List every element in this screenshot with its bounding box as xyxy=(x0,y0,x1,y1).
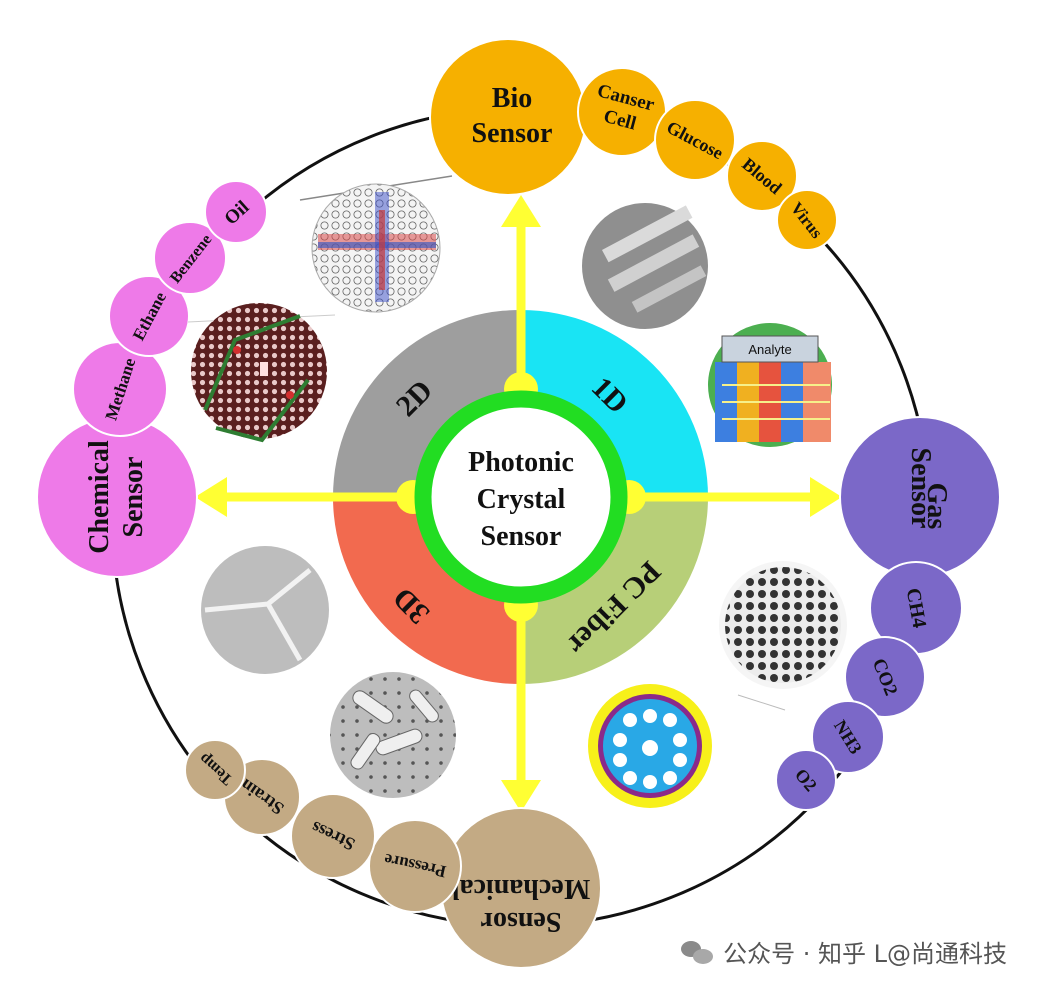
gas-item-co2 xyxy=(844,636,926,718)
image-3d-bacteria xyxy=(330,672,456,798)
image-2d-waveguide xyxy=(187,303,336,443)
bio-sensor-circle xyxy=(429,38,587,196)
image-1d-sem xyxy=(582,203,708,329)
mechanical-sensor-group: Mechanical Sensor Pressure Stress Strain… xyxy=(184,739,602,969)
watermark-text: 公众号 · 知乎 L@尚通科技 xyxy=(723,940,1007,968)
mech-item-pressure xyxy=(368,819,462,913)
center-ring xyxy=(414,390,628,604)
quadrant-3d xyxy=(333,497,521,685)
quadrant-1d xyxy=(521,310,708,497)
mech-item-temp xyxy=(184,739,246,801)
gas-sensor-title-2: Sensor xyxy=(905,448,936,529)
image-2d-field-map xyxy=(299,175,453,313)
chemical-sensor-title-1: Chemical xyxy=(84,440,115,554)
wechat-icon xyxy=(681,939,715,965)
center-title-line-3: Sensor xyxy=(481,521,562,552)
mechanical-sensor-title-1: Mechanical xyxy=(452,873,591,904)
mechanical-sensor-title-2: Sensor xyxy=(481,906,562,937)
bio-sensor-title-1: Bio xyxy=(492,83,532,114)
center-title-line-2: Crystal xyxy=(477,484,566,515)
chem-item-ethane xyxy=(108,275,190,357)
bio-item-glucose xyxy=(654,99,736,181)
image-fiber-design xyxy=(588,684,712,808)
bio-sensor-title-2: Sensor xyxy=(472,118,553,149)
center-title-line-1: Photonic xyxy=(468,447,574,478)
gas-item-o2 xyxy=(775,749,837,811)
chemical-sensor-circle xyxy=(36,416,198,578)
chemical-sensor-group: Chemical Sensor Methane Ethane Benzene O… xyxy=(36,180,268,578)
quadrant-donut xyxy=(333,309,708,685)
chemical-sensor-title-2: Sensor xyxy=(118,457,149,538)
bio-item-blood xyxy=(726,140,798,212)
bio-sensor-group: Bio Sensor Canser Cell Glucose Blood Vir… xyxy=(429,38,838,251)
bio-item-virus xyxy=(776,189,838,251)
image-1d-analyte: Analyte xyxy=(708,323,832,447)
chem-item-oil xyxy=(204,180,268,244)
analyte-label: Analyte xyxy=(748,342,791,357)
gas-item-nh3 xyxy=(811,700,885,774)
watermark: 公众号 · 知乎 L@尚通科技 xyxy=(681,934,1007,969)
image-3d-opal xyxy=(201,546,329,674)
direction-arrows xyxy=(195,195,842,812)
quadrant-pc-fiber xyxy=(521,497,708,684)
mech-item-stress xyxy=(290,793,376,879)
chem-item-benzene xyxy=(153,221,227,295)
quadrant-2d xyxy=(333,309,521,497)
image-fiber-cross-section xyxy=(719,561,847,711)
gas-sensor-group: Gas Sensor CH4 CO2 NH3 O2 xyxy=(775,416,1001,811)
gas-sensor-title-1: Gas xyxy=(921,483,952,530)
